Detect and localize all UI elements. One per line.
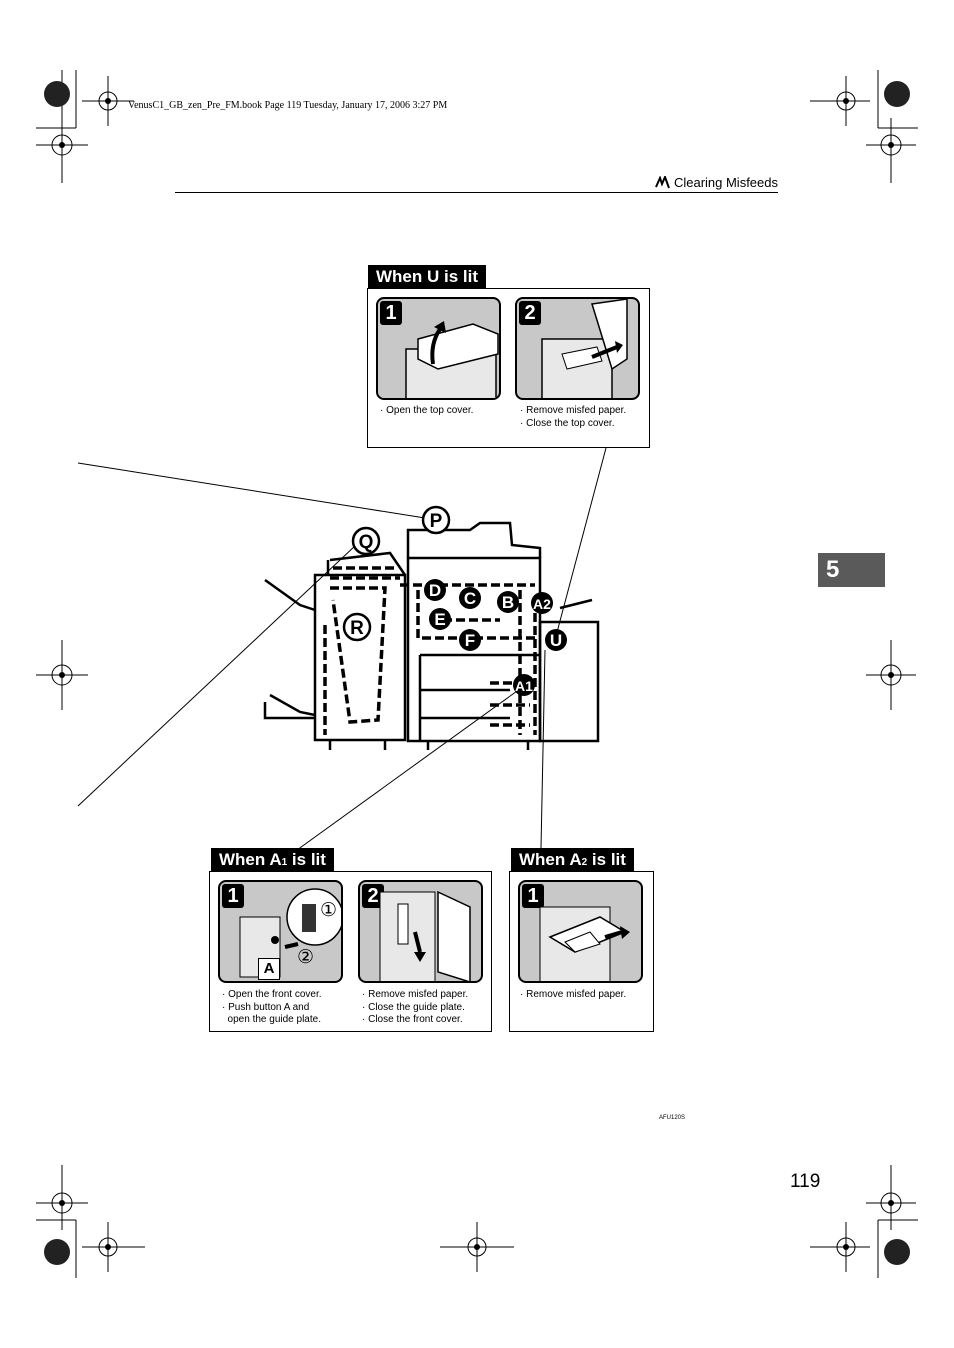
title-prefix: When A [519, 850, 582, 869]
push-button-illustration [239, 888, 341, 978]
caption-line: · Close the top cover. [520, 417, 615, 429]
step-number: 1 [380, 301, 402, 325]
label-q: Q [359, 532, 374, 553]
caption-line: · Open the front cover. [222, 989, 322, 1000]
label-a2: A2 [533, 596, 551, 612]
panel-a1-step-1-caption: · Open the front cover. · Push button A … [222, 989, 322, 1027]
title-suffix: is lit [287, 850, 326, 869]
caption-line: · Remove misfed paper. [520, 989, 627, 1000]
label-d: D [429, 581, 441, 600]
panel-u-step-1-illustration: 1 [376, 297, 501, 400]
panel-u: 1 2 · Open the top cover. · Remove misfe… [367, 288, 650, 448]
step-number: 1 [522, 884, 544, 908]
panel-a2-step-1-illustration: 1 [518, 880, 643, 983]
chapter-tab[interactable]: 5 [818, 553, 885, 587]
label-u: U [550, 631, 562, 650]
label-b: B [502, 593, 514, 612]
caption-line: open the guide plate. [222, 1014, 321, 1025]
callout-1: ① [320, 900, 338, 921]
figure-id: AFU120S [659, 1115, 686, 1121]
panel-a2-title: When A2 is lit [511, 848, 634, 871]
title-suffix: is lit [587, 850, 626, 869]
label-a1: A1 [515, 678, 533, 694]
title-sub: 2 [581, 857, 588, 868]
caption-line: · Push button A and [222, 1001, 310, 1013]
caption-line: · Remove misfed paper. [362, 989, 469, 1000]
open-top-cover-illustration [405, 321, 499, 398]
panel-a1-step-1-illustration: 1 A ① ② [218, 880, 343, 983]
caption-line: · Open the top cover. [380, 405, 474, 416]
panel-u-step-1-caption: · Open the top cover. [380, 405, 473, 418]
caption-line: · Close the front cover. [362, 1014, 463, 1025]
paper-misfeed-icon [655, 175, 670, 188]
step-number: 2 [519, 301, 541, 325]
panel-u-title: When U is lit [368, 265, 486, 288]
remove-paper-illustration [379, 890, 471, 981]
panel-a2: 1 · Remove misfed paper. [509, 871, 654, 1032]
print-info: VenusC1_GB_zen_Pre_FM.book Page 119 Tues… [128, 100, 448, 111]
callout-a: A [258, 958, 280, 980]
label-r: R [350, 618, 364, 639]
callout-2: ② [297, 947, 315, 968]
panel-a1-title: When A1 is lit [211, 848, 334, 871]
step-number: 1 [222, 884, 244, 908]
label-f: F [465, 631, 475, 650]
title-prefix: When A [219, 850, 282, 869]
caption-line: · Close the guide plate. [362, 1001, 465, 1013]
panel-a1: 1 A ① ② 2 · Open the front cover. · Push… [209, 871, 492, 1032]
caption-line: · Remove misfed paper. [520, 405, 627, 416]
remove-paper-illustration [539, 906, 630, 981]
label-c: C [464, 589, 476, 608]
section-title: Clearing Misfeeds [655, 175, 778, 190]
panel-a2-step-1-caption: · Remove misfed paper. [520, 989, 626, 1002]
header-rule [175, 192, 778, 193]
panel-u-step-2-illustration: 2 [515, 297, 640, 400]
panel-a1-step-2-illustration: 2 [358, 880, 483, 983]
panel-a1-step-2-caption: · Remove misfed paper. · Close the guide… [362, 989, 468, 1027]
panel-u-step-2-caption: · Remove misfed paper. · Close the top c… [520, 405, 626, 430]
step-number: 2 [362, 884, 384, 908]
label-p: P [430, 511, 443, 532]
section-title-text: Clearing Misfeeds [673, 175, 778, 190]
title-sub: 1 [281, 857, 288, 868]
remove-paper-illustration [541, 299, 628, 398]
label-e: E [434, 610, 445, 629]
page-number: 119 [790, 1171, 821, 1192]
